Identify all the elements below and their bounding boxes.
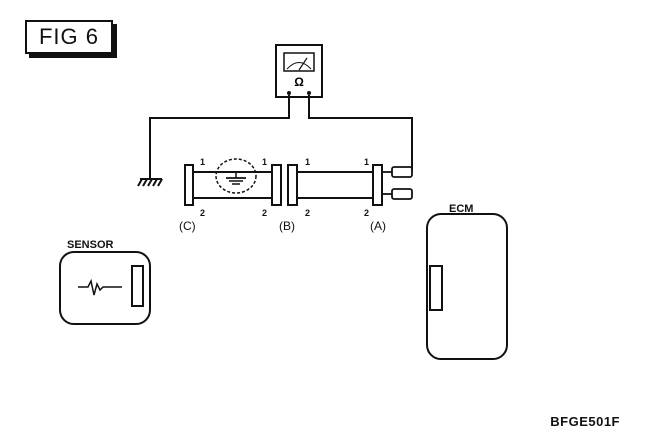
sensor-connector (131, 265, 144, 307)
ground-icon (137, 178, 163, 187)
meter-terminal-neg (287, 91, 291, 95)
connector-c-label: (C) (179, 219, 196, 233)
ohm-symbol: Ω (294, 75, 304, 89)
harness-wires (192, 171, 373, 199)
meter-needle (298, 57, 308, 71)
ecm-body (426, 213, 508, 360)
lead-to-connector-a (308, 95, 413, 172)
ecm-label: ECM (449, 203, 473, 215)
pin-b-right-2: 2 (305, 208, 310, 218)
connector-b-label: (B) (279, 219, 295, 233)
figure-code: BFGE501F (550, 414, 620, 429)
connector-c (184, 164, 194, 206)
short-to-ground-marker (215, 158, 257, 194)
connector-b-left (271, 164, 282, 206)
probe-pins (382, 166, 413, 200)
pin-b-left-1: 1 (262, 157, 267, 167)
connector-a (372, 164, 383, 206)
figure-title: FIG 6 (25, 20, 113, 54)
sensor-body (59, 251, 151, 325)
pin-b-left-2: 2 (262, 208, 267, 218)
pin-c-1: 1 (200, 157, 205, 167)
pin-b-right-1: 1 (305, 157, 310, 167)
pin-a-2: 2 (364, 208, 369, 218)
ecm-connector (429, 265, 443, 311)
ohmmeter: Ω (275, 44, 323, 98)
pin-a-1: 1 (364, 157, 369, 167)
sensor-label: SENSOR (67, 239, 114, 251)
waveform-icon (78, 278, 122, 296)
lead-to-ground (149, 95, 290, 178)
pin-c-2: 2 (200, 208, 205, 218)
meter-terminal-pos (307, 91, 311, 95)
connector-a-label: (A) (370, 219, 386, 233)
connector-b-right (287, 164, 298, 206)
